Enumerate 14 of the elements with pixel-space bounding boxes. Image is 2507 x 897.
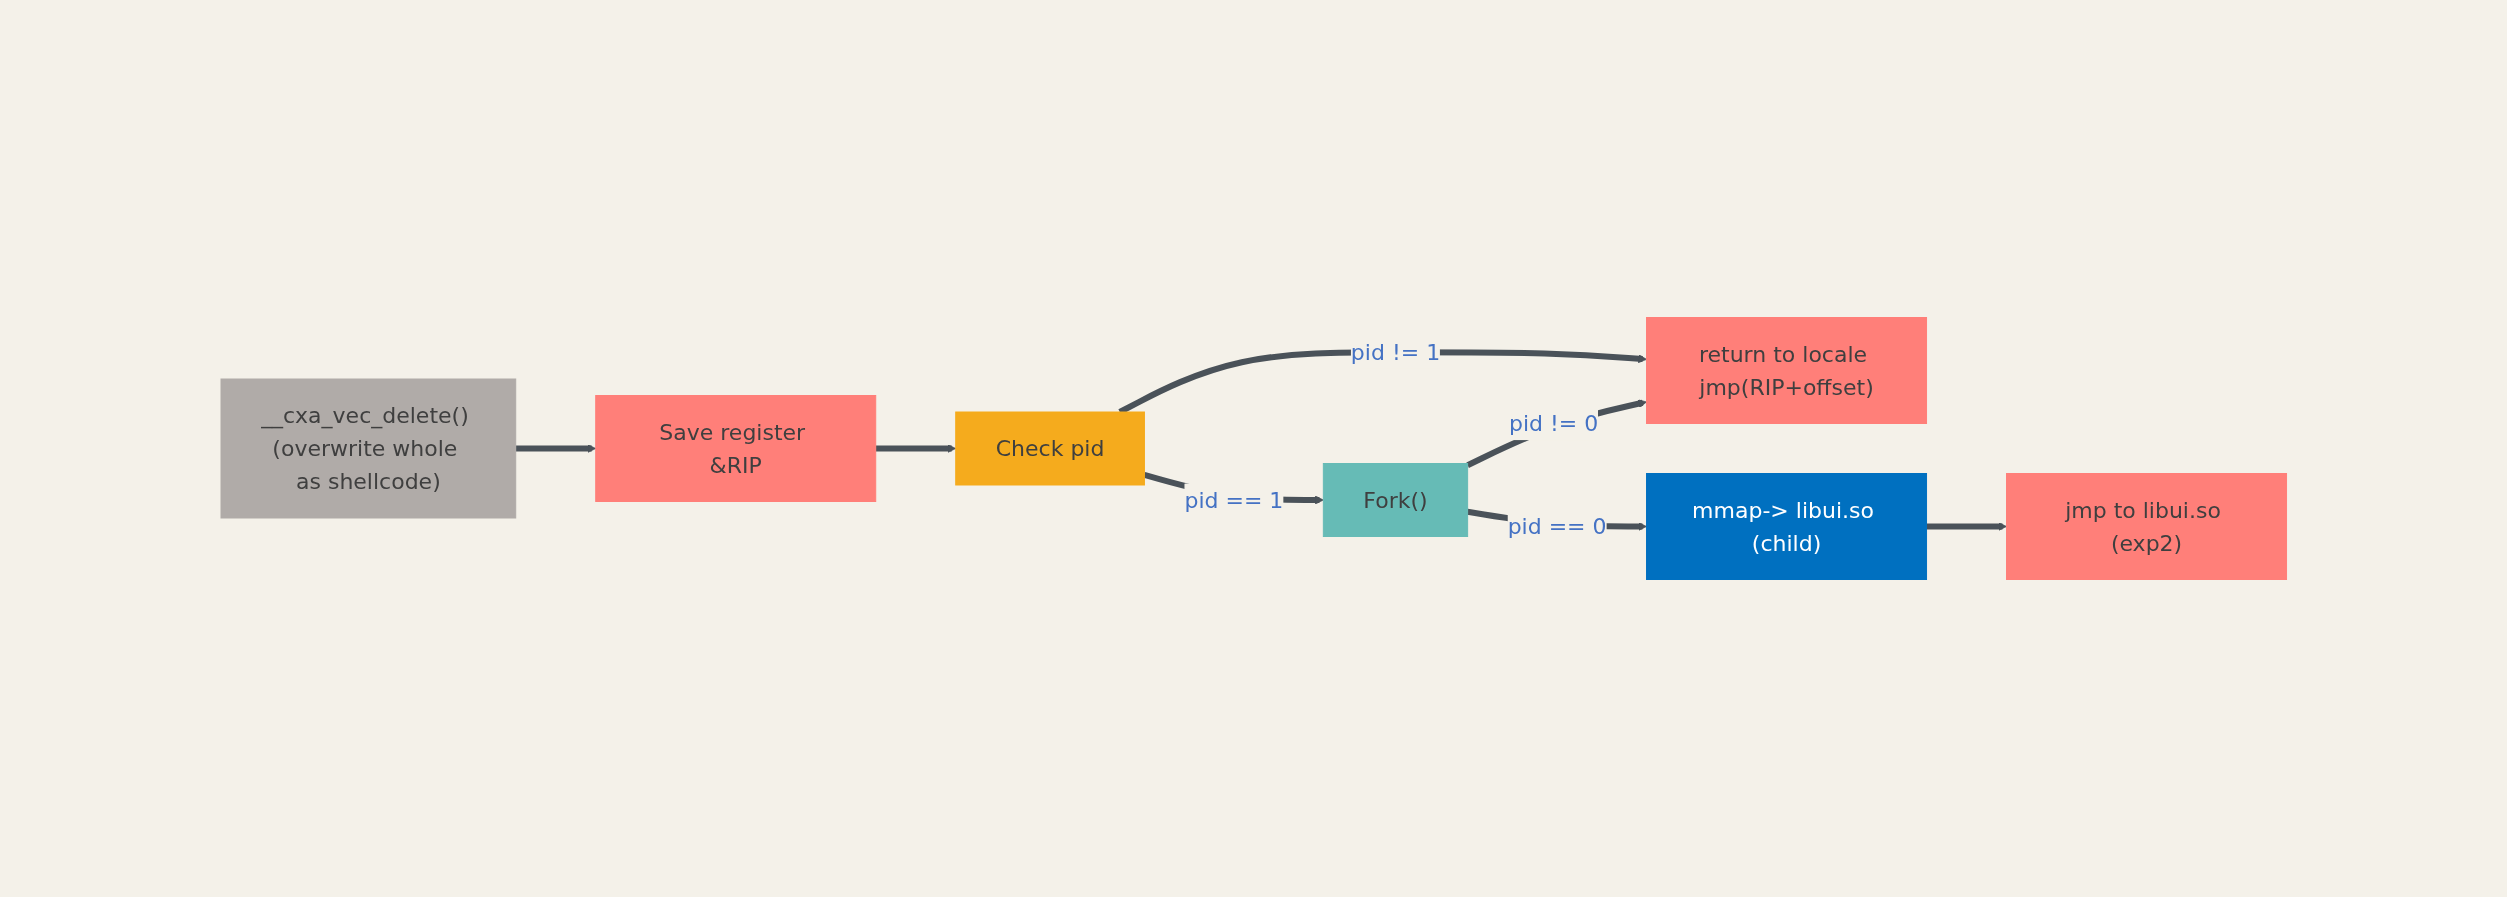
node-box: mmap-> libui.so (child) (1645, 473, 1927, 580)
node-box: jmp to libui.so (exp2) (2005, 473, 2287, 580)
node-box: return to locale jmp(RIP+offset) (1645, 317, 1927, 424)
arrow (1466, 399, 1647, 468)
edge-label: pid != 1 (1350, 339, 1440, 365)
edge-label: pid == 1 (1184, 487, 1284, 513)
arrow (1926, 522, 2007, 531)
node-box: Save register &RIP (594, 395, 876, 502)
arrow (875, 444, 956, 453)
edge-label: pid != 0 (1508, 411, 1599, 437)
node-box: Check pid (954, 411, 1145, 486)
arrow (515, 444, 596, 453)
node-box: __cxa_vec_delete() (overwrite whole as shellcode) (220, 378, 516, 519)
node-box: Fork() (1322, 463, 1468, 537)
